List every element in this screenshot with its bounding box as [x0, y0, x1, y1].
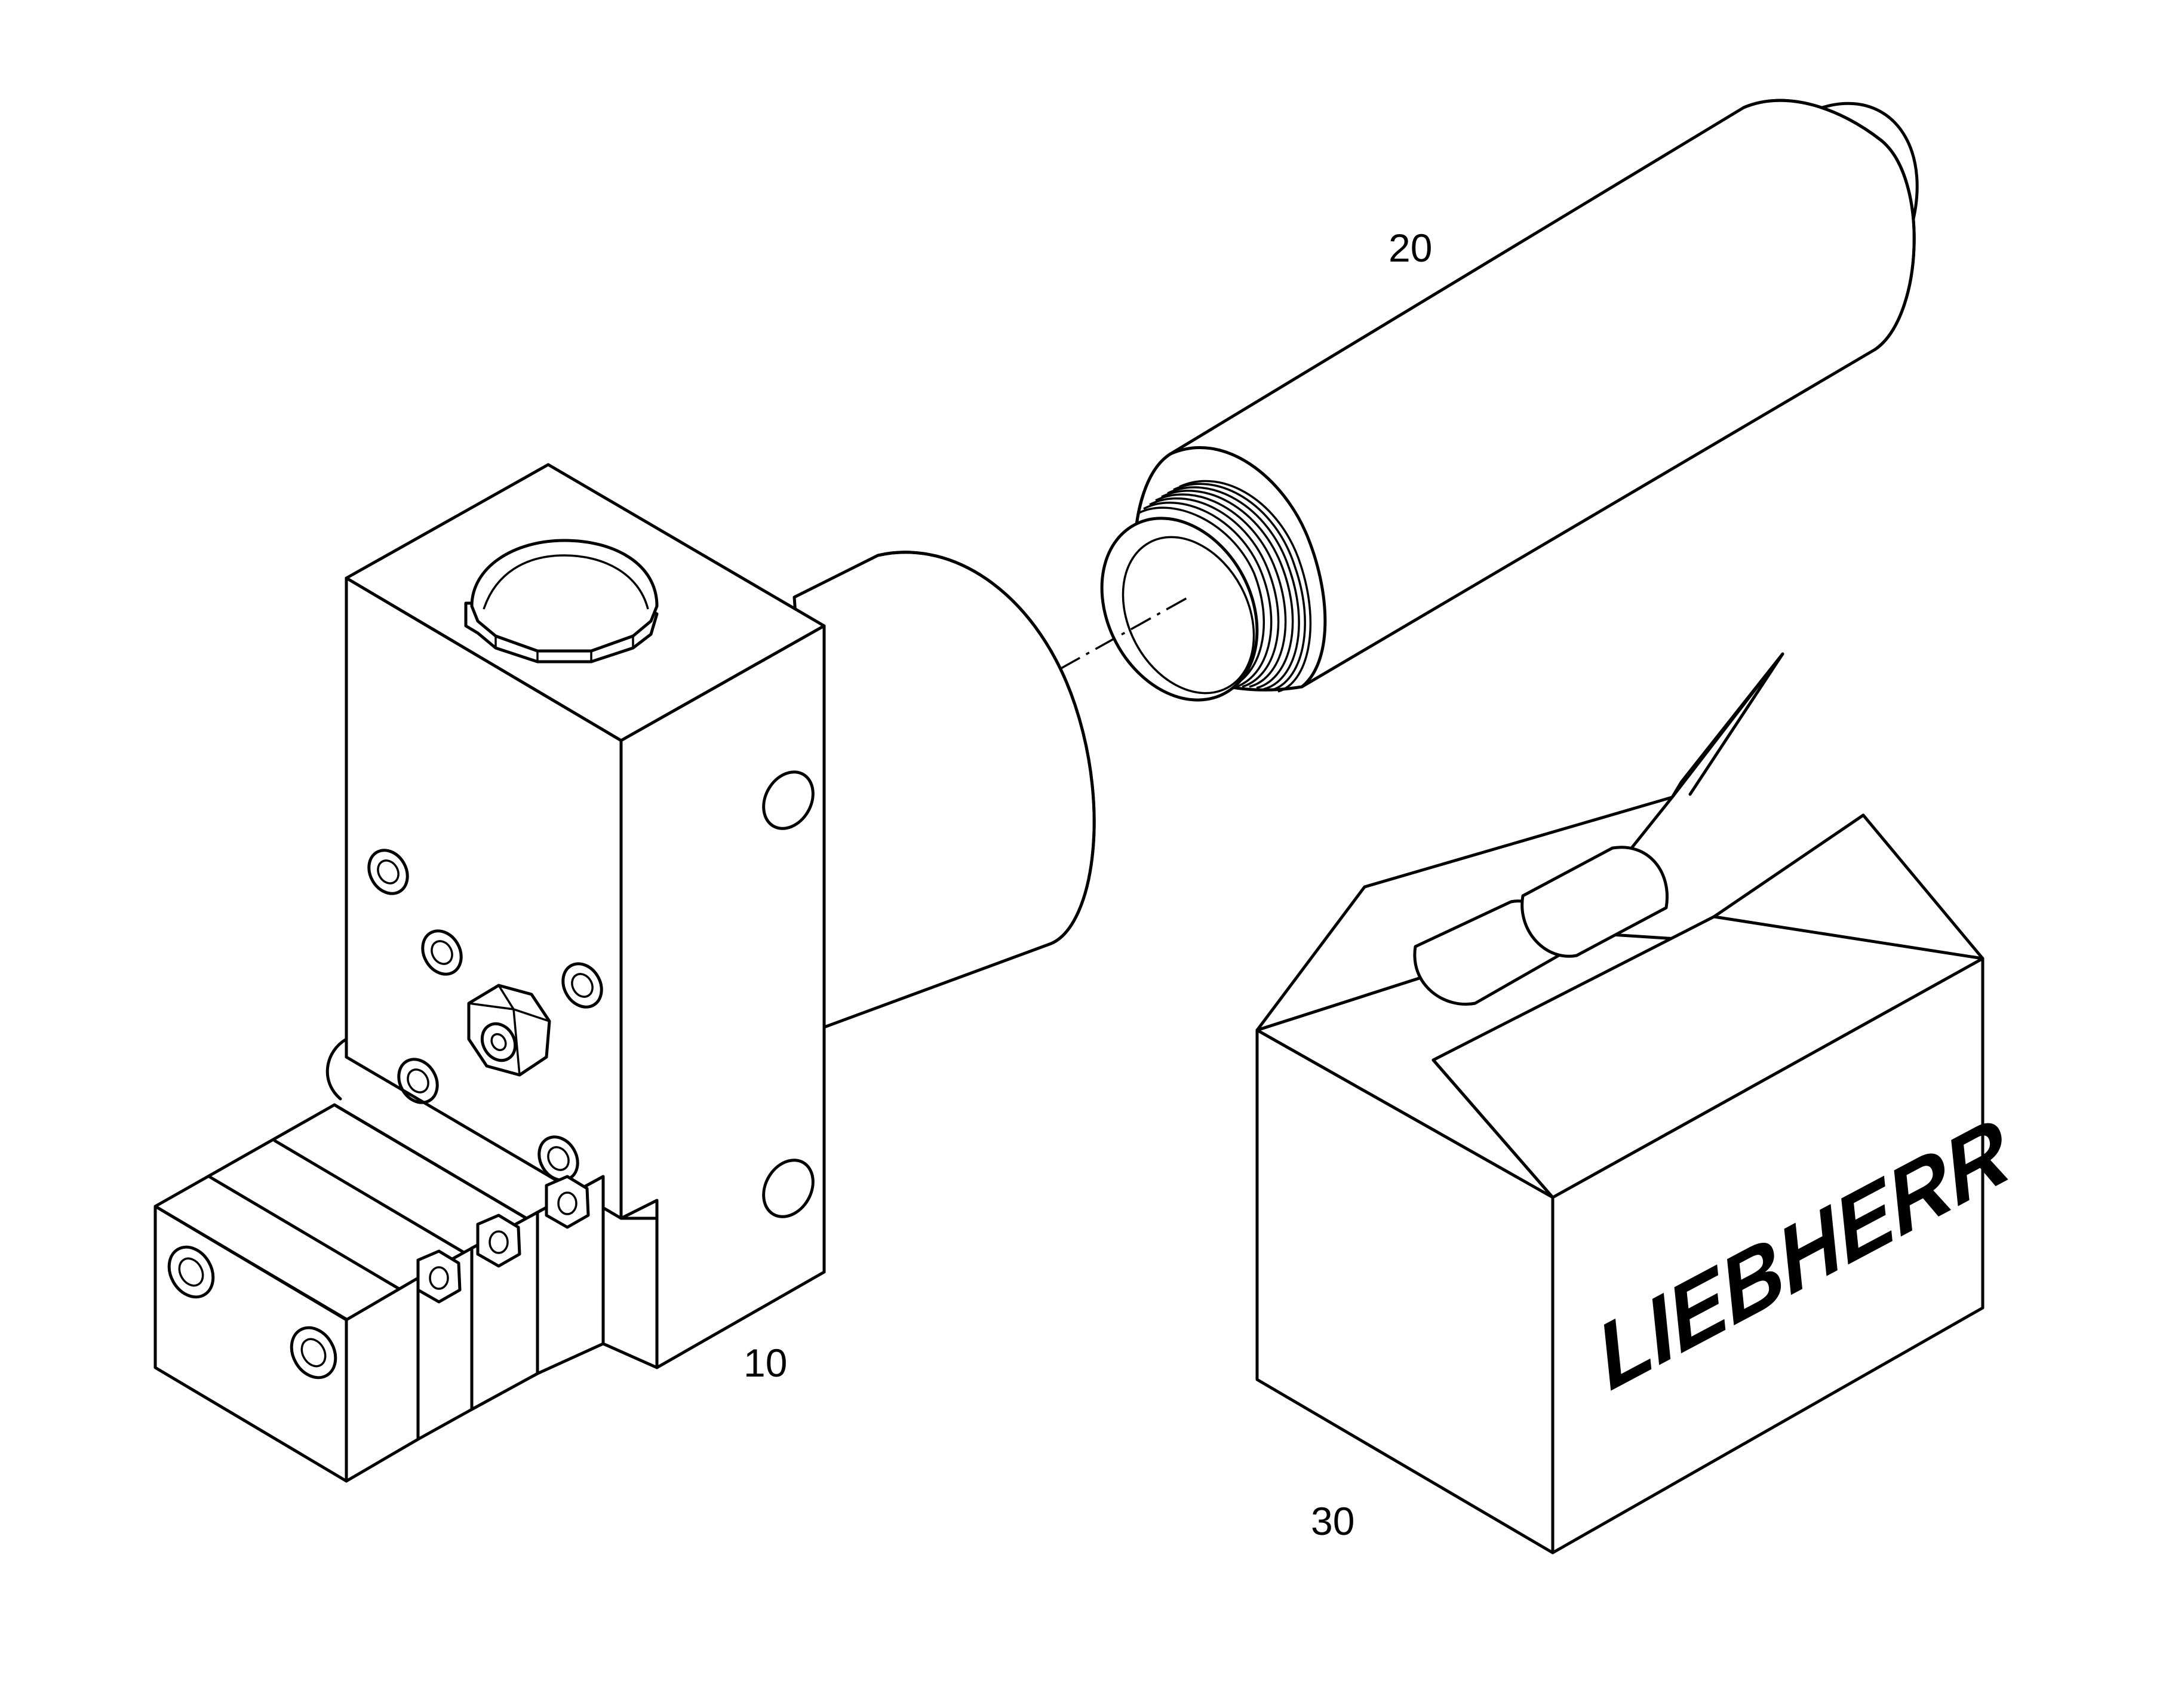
inner-cylinder-2	[1520, 846, 1669, 958]
front-hex-plug	[467, 984, 551, 1077]
box-back-edge	[1861, 813, 1984, 960]
ref-numeral-30: 30	[1311, 1499, 1354, 1543]
side-port-upper	[762, 770, 815, 830]
box-flap-fold	[1431, 1058, 1555, 1199]
ref-numeral-20: 20	[1388, 226, 1432, 270]
box-30: LIEBHERR	[1255, 652, 2019, 1555]
front-screw-2	[421, 929, 463, 976]
sandwich-modules	[153, 1103, 605, 1483]
valve-housing-rim	[876, 551, 1096, 945]
top-hex-plug	[464, 539, 659, 663]
ref-numeral-10: 10	[744, 1341, 787, 1385]
assembly-centerline	[1059, 596, 1189, 670]
valve-block-10	[153, 463, 1096, 1483]
box-back-top	[1712, 813, 1865, 918]
cylinder-20	[1100, 99, 1919, 702]
valve-block-step	[619, 1199, 659, 1369]
left-fitting	[325, 1037, 348, 1101]
front-screw-4	[397, 1058, 439, 1104]
front-screw-3	[561, 962, 603, 1009]
cylinder-thread	[1137, 480, 1312, 693]
valve-block-side	[619, 624, 826, 1369]
cylinder-far-rim	[1742, 99, 1916, 351]
box-back-flap-edge	[1679, 652, 1784, 796]
cylinder-mouth-inner	[1122, 536, 1255, 695]
cylinder-shoulder	[1169, 446, 1327, 689]
valve-block-base-edge	[601, 1342, 659, 1369]
side-port-lower	[762, 1159, 815, 1218]
valve-housing-cylinder	[792, 551, 1096, 1029]
front-screw-1	[367, 849, 409, 895]
